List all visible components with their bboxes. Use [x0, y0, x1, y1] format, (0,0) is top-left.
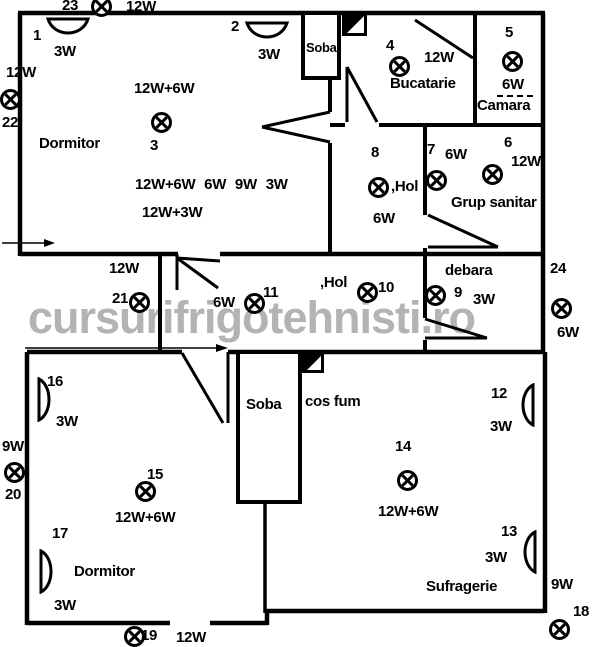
- ceiling-lamp-icon-23: [91, 0, 112, 17]
- lamp-7-number: 7: [427, 141, 436, 158]
- ceiling-lamp-icon-10: [357, 282, 378, 303]
- room-label-hol-mid: ,Hol: [320, 274, 348, 291]
- lamp-2-watt: 3W: [258, 46, 280, 63]
- wall-sconce-icon-13: [523, 529, 538, 579]
- lamp-1-watt: 3W: [54, 43, 76, 60]
- lamp-24-watt: 6W: [557, 324, 579, 341]
- lamp-5-watt: 6W: [502, 76, 524, 93]
- room-label-hol-top: ,Hol: [391, 178, 419, 195]
- lamp-20-watt: 9W: [2, 438, 24, 455]
- lamp-6-watt: 12W: [511, 153, 541, 170]
- room-label-camara: Camara: [477, 97, 531, 114]
- lamp-19-watt: 12W: [176, 629, 206, 646]
- wall-sconce-icon-1: [45, 17, 91, 40]
- lamp-22-number: 22: [2, 114, 19, 131]
- lamp-2-number: 2: [231, 18, 240, 35]
- ceiling-lamp-icon-5: [502, 51, 523, 72]
- ceiling-lamp-icon-8: [368, 177, 389, 198]
- room-label-bucatarie: Bucatarie: [390, 75, 456, 92]
- room-label-dormitor-top: Dormitor: [39, 135, 100, 152]
- ceiling-lamp-icon-18: [549, 619, 570, 640]
- lamp-3-watt: 12W+6W: [134, 80, 195, 97]
- lamp-14-number: 14: [395, 438, 412, 455]
- ceiling-lamp-icon-22: [0, 89, 21, 110]
- room-label-grup-sanitar: Grup sanitar: [451, 194, 537, 211]
- direction-arrows: [2, 239, 228, 352]
- lamp-6-number: 6: [504, 134, 513, 151]
- lamp-11-number: 11: [263, 284, 279, 301]
- lamp-18-watt: 9W: [551, 576, 573, 593]
- lamp-21-number: 21: [112, 290, 129, 307]
- lamp-9-watt: 3W: [473, 291, 495, 308]
- note-loads-line1: 12W+6W 6W 9W 3W: [135, 176, 288, 193]
- lamp-10-number: 10: [378, 279, 395, 296]
- wall-sconce-icon-17: [38, 548, 53, 599]
- lamp-23-number: 23: [62, 0, 79, 14]
- lamp-8-number: 8: [371, 144, 380, 161]
- lamp-20-number: 20: [5, 486, 22, 503]
- lamp-16-watt: 3W: [56, 413, 78, 430]
- ceiling-lamp-icon-14: [397, 470, 418, 491]
- lamp-12-number: 12: [491, 385, 508, 402]
- label-cos-fum: cos fum: [305, 393, 361, 410]
- wall-sconce-icon-16: [36, 376, 51, 427]
- lamp-21-watt: 12W: [109, 260, 139, 277]
- dashed-line: [497, 95, 533, 97]
- ceiling-lamp-icon-24: [551, 298, 572, 319]
- lamp-5-number: 5: [505, 24, 514, 41]
- lamp-4-watt: 12W: [424, 49, 454, 66]
- label-soba-bottom: Soba: [246, 396, 282, 413]
- wall-sconce-icon-12: [521, 382, 536, 432]
- lamp-22-watt: 12W: [6, 64, 36, 81]
- door-swings: [175, 18, 499, 424]
- ceiling-lamp-icon-9: [425, 285, 446, 306]
- lamp-1-number: 1: [33, 27, 42, 44]
- lamp-7-watt: 6W: [445, 146, 467, 163]
- soba-bottom-box: [236, 350, 302, 504]
- lamp-19-number: 19: [141, 627, 158, 644]
- ceiling-lamp-icon-21: [129, 292, 150, 313]
- ceiling-lamp-icon-19: [124, 626, 145, 647]
- lamp-15-watt: 12W+6W: [115, 509, 176, 526]
- label-soba-top: Soba: [306, 40, 337, 55]
- lamp-8-watt: 6W: [373, 210, 395, 227]
- note-loads-line2: 12W+3W: [142, 204, 203, 221]
- ceiling-lamp-icon-7: [426, 170, 447, 191]
- lamp-13-watt: 3W: [485, 549, 507, 566]
- lamp-16-number: 16: [47, 373, 64, 390]
- lamp-17-watt: 3W: [54, 597, 76, 614]
- lamp-13-number: 13: [501, 523, 518, 540]
- ceiling-lamp-icon-11: [244, 293, 265, 314]
- ceiling-lamp-icon-20: [4, 462, 25, 483]
- ceiling-lamp-icon-6: [482, 164, 503, 185]
- lamp-17-number: 17: [52, 525, 69, 542]
- lamp-9-number: 9: [454, 284, 463, 301]
- lamp-3-number: 3: [150, 137, 159, 154]
- stoves-and-chimneys: [236, 11, 367, 504]
- lamp-14-watt: 12W+6W: [378, 503, 439, 520]
- wall-sconce-icon-2: [244, 21, 290, 44]
- room-label-debara: debara: [445, 262, 493, 279]
- lamp-24-number: 24: [550, 260, 567, 277]
- ceiling-lamp-icon-4: [389, 56, 410, 77]
- ceiling-lamp-icon-3: [151, 112, 172, 133]
- lamp-12-watt: 3W: [490, 418, 512, 435]
- lamp-11-watt: 6W: [213, 294, 235, 311]
- room-label-dormitor-bottom: Dormitor: [74, 563, 135, 580]
- outer-walls: [17, 10, 548, 626]
- lamp-23-watt: 12W: [126, 0, 156, 15]
- ceiling-lamp-icon-15: [135, 481, 156, 502]
- lamp-15-number: 15: [147, 466, 164, 483]
- soba-top-box: [301, 11, 341, 80]
- lamp-18-number: 18: [573, 603, 590, 620]
- room-label-sufragerie: Sufragerie: [426, 578, 498, 595]
- lamp-4-number: 4: [386, 37, 395, 54]
